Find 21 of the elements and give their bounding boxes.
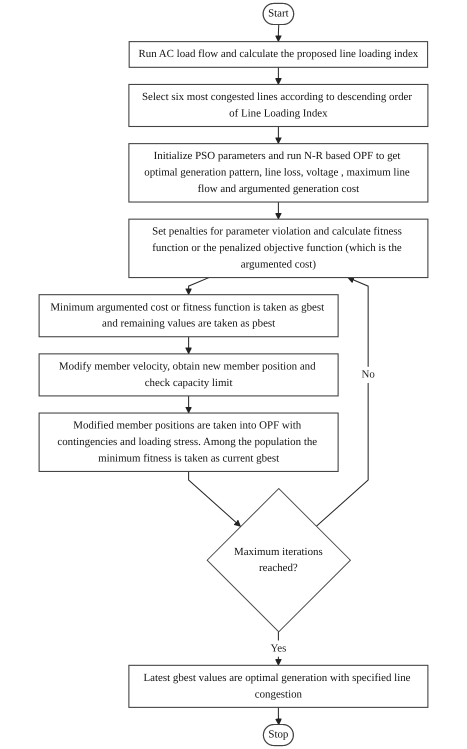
arrow <box>185 396 192 414</box>
node-box: Latest gbest values are optimal generation with specified line congestion <box>128 664 428 708</box>
node-box: Minimum argumented cost or fitness function is taken as gbest and remaining values are taken as pbest <box>38 294 339 338</box>
arrow <box>316 276 369 527</box>
arrow <box>274 67 282 85</box>
edge-label: Yes <box>270 642 286 654</box>
arrow <box>275 707 282 726</box>
node-box: Modify member velocity, obtain new member position and check capacity limit <box>38 353 339 396</box>
node-box: Select six most congested lines according to descending order of Line Loading Index <box>128 84 428 128</box>
edge-label: No <box>361 369 375 381</box>
arrow <box>188 471 241 527</box>
node-box: Set penalties for parameter violation and calculate fitness function or the penalized objective function (which is the argumented cost) <box>128 218 428 278</box>
node-box: Initialize PSO parameters and run N-R based OPF to get optimal generation pattern, line loss, voltage , maximum line flow and argumented generation cost <box>128 143 428 203</box>
arrow <box>185 336 192 354</box>
node-box: Modified member positions are taken into OPF with contingencies and loading stress. Among the population the minimum fitness is taken as current gbest <box>38 412 339 472</box>
arrow <box>274 24 282 42</box>
arrow <box>274 126 282 144</box>
node-diamond: Maximum iterations reached? <box>206 488 352 632</box>
node-box: Run AC load flow and calculate the proposed line loading index <box>128 41 428 68</box>
arrow <box>274 202 282 220</box>
arrow <box>185 277 210 295</box>
